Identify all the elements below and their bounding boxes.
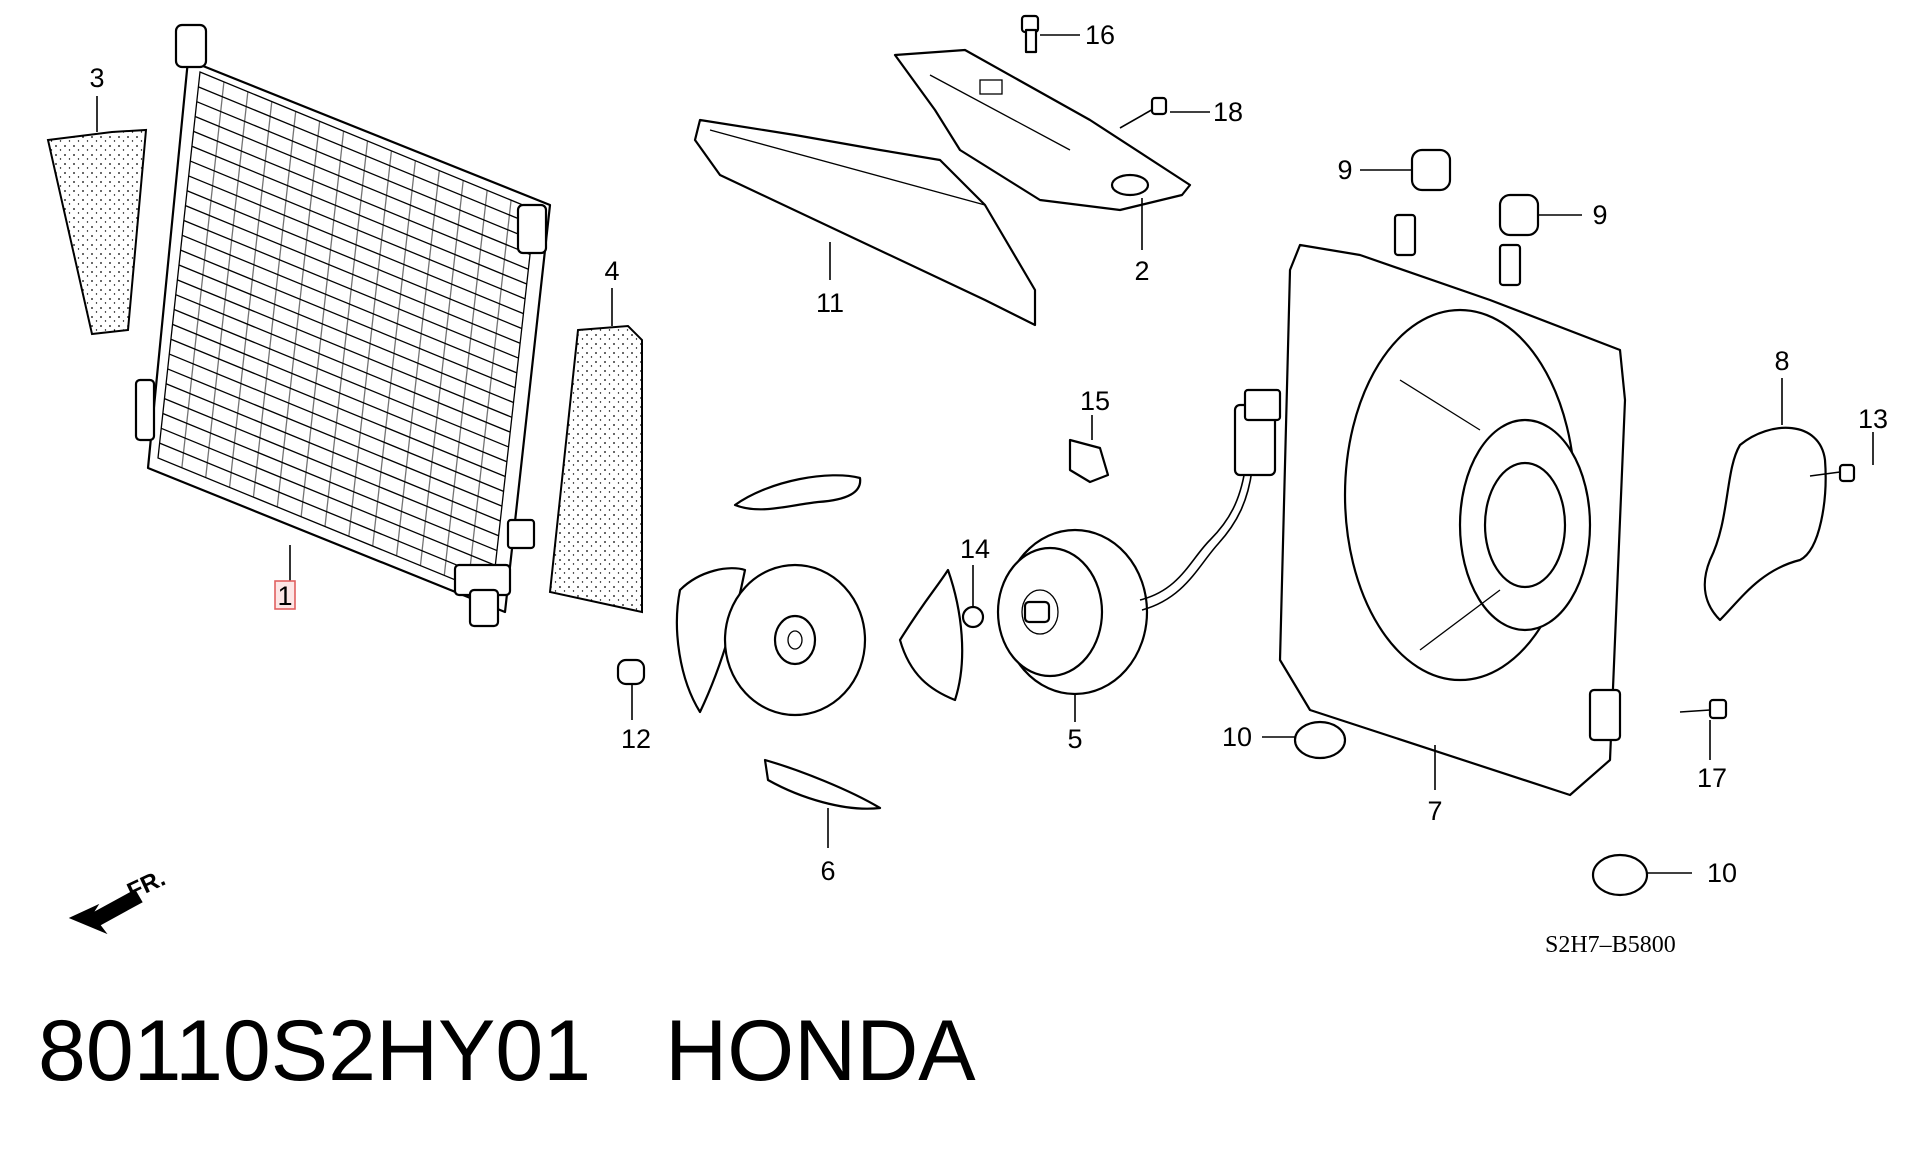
shroud-cover — [693, 118, 1037, 327]
bolt-16 — [1020, 14, 1040, 54]
condenser-tube — [300, 131, 345, 517]
callout-9a: 9 — [1337, 155, 1352, 185]
front-arrow-icon — [68, 889, 143, 935]
callout-4: 4 — [604, 256, 619, 286]
condenser-tube — [228, 101, 273, 488]
callout-8: 8 — [1774, 346, 1789, 376]
callout-13: 13 — [1858, 404, 1888, 434]
foam-seal-3 — [46, 128, 148, 336]
callout-17: 17 — [1697, 763, 1727, 793]
callout-9b: 9 — [1592, 200, 1607, 230]
part-number: 80110S2HY01 — [38, 1003, 592, 1099]
grommet-9a — [1410, 148, 1452, 192]
condenser-tube — [467, 200, 512, 586]
highlight-box — [274, 580, 296, 610]
screw-18 — [1119, 96, 1168, 129]
condenser-tube — [181, 81, 225, 468]
washer-14 — [961, 605, 985, 629]
condenser-tube — [348, 150, 393, 537]
fan-shroud — [1278, 213, 1627, 797]
condenser-tube — [372, 160, 417, 547]
grommet-10a — [1293, 720, 1347, 760]
clip-15 — [1068, 438, 1110, 484]
condenser-tube — [276, 121, 321, 507]
condenser-tube — [419, 180, 464, 566]
nut-12 — [616, 658, 646, 686]
bolt-13 — [1809, 463, 1856, 483]
condenser-tube — [324, 140, 369, 527]
callout-10a: 10 — [1222, 722, 1252, 752]
callout-10b: 10 — [1707, 858, 1737, 888]
fan-blade — [675, 474, 964, 810]
callout-11: 11 — [816, 288, 844, 318]
bolt-17 — [1679, 698, 1728, 720]
callout-7: 7 — [1427, 796, 1442, 826]
callout-12: 12 — [621, 724, 651, 754]
callout-14: 14 — [960, 534, 990, 564]
condenser-tube — [443, 190, 488, 576]
callout-15: 15 — [1080, 386, 1110, 416]
foam-seal-4 — [548, 324, 643, 614]
condenser-tube — [205, 91, 249, 478]
leader-lines — [96, 34, 1874, 874]
callout-18: 18 — [1213, 97, 1243, 127]
condenser-tube — [252, 111, 297, 498]
callout-3: 3 — [89, 63, 104, 93]
callout-5: 5 — [1067, 724, 1082, 754]
condenser-tube — [395, 170, 440, 556]
brand-name: HONDA — [665, 1003, 976, 1099]
grommet-10b — [1591, 853, 1649, 897]
condenser — [134, 23, 552, 628]
bracket — [893, 48, 1192, 212]
callout-2: 2 — [1134, 256, 1149, 286]
fan-motor — [996, 388, 1282, 696]
drawing-code: S2H7–B5800 — [1545, 932, 1676, 958]
cover — [1703, 426, 1827, 622]
callout-1: 1 — [277, 581, 292, 611]
grommet-9b — [1498, 193, 1540, 237]
callout-16: 16 — [1085, 20, 1115, 50]
callout-6: 6 — [820, 856, 835, 886]
